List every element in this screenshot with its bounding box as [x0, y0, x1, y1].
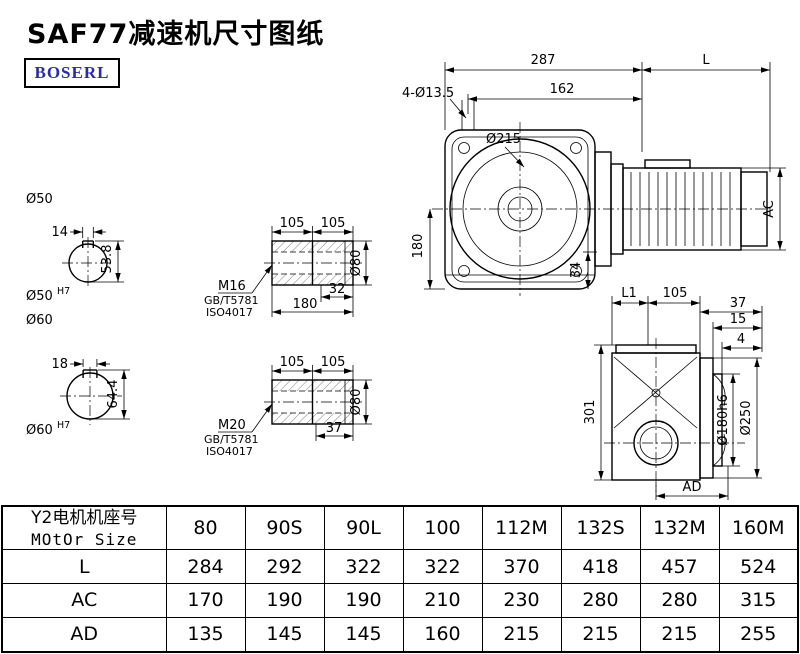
technical-drawing: 287 L 162 4-Ø13.5 Ø215 180 34 AC [26, 53, 786, 500]
table-row-AC: AC 170 190 190 210 230 280 280 315 [1, 583, 799, 618]
dim-32-label: 32 [329, 282, 346, 297]
value-cell: 215 [481, 616, 562, 653]
value-cell: 370 [481, 549, 562, 584]
value-cell: 284 [165, 549, 246, 584]
std-iso4017-d2-label: ISO4017 [206, 445, 253, 458]
key-height-53-8-label: 53.8 [100, 245, 115, 274]
size-col-90s: 90S [244, 505, 325, 551]
bolt-holes-label: 4-Ø13.5 [402, 86, 454, 101]
value-cell: 457 [639, 549, 720, 584]
size-col-132s: 132S [560, 505, 641, 551]
dim-180-label: 180 [411, 234, 426, 259]
dim-L1-label: L1 [621, 286, 637, 301]
bore-50-label: Ø50 [26, 289, 53, 304]
size-col-132m: 132M [639, 505, 720, 551]
bore-60-label: Ø60 [26, 423, 53, 438]
value-cell: 230 [481, 583, 562, 618]
value-cell: 322 [323, 549, 404, 584]
thread-m16-label: M16 [218, 279, 246, 294]
dim-15-label: 15 [730, 312, 747, 327]
value-cell: 170 [165, 583, 246, 618]
table-header-row: Y2电机机座号 MOtOr Size 80 90S 90L 100 112M 1… [1, 505, 799, 551]
brand-logo: BOSERL [24, 58, 120, 88]
dim-105a-d1-label: 105 [280, 216, 305, 231]
shaft-detail-m20: 105 105 M20 GB/T5781 ISO4017 37 Ø80 [204, 355, 372, 458]
brand-logo-text: BOSERL [34, 63, 110, 82]
table-row-AD: AD 135 145 145 160 215 215 215 255 [1, 616, 799, 653]
value-cell: 315 [718, 583, 799, 618]
size-col-90l: 90L [323, 505, 404, 551]
size-col-160m: 160M [718, 505, 799, 551]
motor-size-header: Y2电机机座号 MOtOr Size [1, 505, 167, 551]
value-cell: 145 [244, 616, 325, 653]
value-cell: 280 [639, 583, 720, 618]
key-width-18-label: 18 [51, 357, 68, 372]
value-cell: 145 [323, 616, 404, 653]
dim-301-label: 301 [583, 400, 598, 425]
row-label-AC: AC [1, 583, 167, 618]
dia-250-label: Ø250 [739, 400, 754, 435]
dia-60-label: Ø60 [26, 313, 53, 328]
dim-105-side-label: 105 [663, 286, 688, 301]
dim-37-d2-label: 37 [326, 421, 343, 436]
value-cell: 292 [244, 549, 325, 584]
dim-34-label: 34 [569, 262, 584, 279]
value-cell: 255 [718, 616, 799, 653]
page-title: SAF77减速机尺寸图纸 [27, 19, 325, 50]
dim-L-label: L [702, 53, 710, 68]
std-gbt5781-d1-label: GB/T5781 [204, 294, 259, 307]
value-cell: 418 [560, 549, 641, 584]
dim-105b-d2-label: 105 [321, 355, 346, 370]
motor-size-header-en: MOtOr Size [31, 529, 138, 549]
value-cell: 524 [718, 549, 799, 584]
dim-4-label: 4 [737, 332, 745, 347]
dim-37-side-label: 37 [730, 296, 747, 311]
dim-105b-d1-label: 105 [321, 216, 346, 231]
value-cell: 190 [244, 583, 325, 618]
value-cell: 215 [560, 616, 641, 653]
key-height-64-4-label: 64.4 [106, 380, 121, 409]
dia-50-label: Ø50 [26, 192, 53, 207]
dim-180-d1-label: 180 [293, 297, 318, 312]
bore-50-tolerance: H7 [57, 286, 70, 297]
dia-80-d1-label: Ø80 [349, 250, 364, 277]
shaft-detail-m16: 105 105 M16 GB/T5781 ISO4017 32 180 Ø80 [204, 216, 372, 319]
value-cell: 280 [560, 583, 641, 618]
dim-AC-label: AC [762, 200, 777, 218]
value-cell: 210 [402, 583, 483, 618]
std-iso4017-d1-label: ISO4017 [206, 306, 253, 319]
key-width-14-label: 14 [51, 225, 68, 240]
dia-180h6-label: Ø180h6 [716, 394, 731, 446]
dia-80-d2-label: Ø80 [349, 389, 364, 416]
std-gbt5781-d2-label: GB/T5781 [204, 433, 259, 446]
value-cell: 190 [323, 583, 404, 618]
motor-size-table: Y2电机机座号 MOtOr Size 80 90S 90L 100 112M 1… [1, 505, 799, 653]
dim-162-label: 162 [550, 82, 575, 97]
dim-287-label: 287 [531, 53, 556, 68]
value-cell: 215 [639, 616, 720, 653]
row-label-AD: AD [1, 616, 167, 653]
thread-m20-label: M20 [218, 418, 246, 433]
size-col-80: 80 [165, 505, 246, 551]
dia-215-label: Ø215 [486, 132, 521, 147]
front-view: 287 L 162 4-Ø13.5 Ø215 180 34 AC [402, 53, 786, 296]
dim-AD-label: AD [683, 480, 702, 495]
shaft-section-50: Ø50 14 53.8 Ø50 H7 [26, 192, 124, 304]
shaft-section-60: Ø60 18 64.4 Ø60 H7 [26, 313, 130, 438]
motor-size-header-cn: Y2电机机座号 [31, 508, 138, 528]
size-col-100: 100 [402, 505, 483, 551]
side-view: L1 105 37 15 4 301 Ø180h6 Ø250 AD [583, 286, 763, 500]
size-col-112m: 112M [481, 505, 562, 551]
value-cell: 160 [402, 616, 483, 653]
value-cell: 322 [402, 549, 483, 584]
bore-60-tolerance: H7 [57, 420, 70, 431]
motor-fins [630, 172, 731, 246]
value-cell: 135 [165, 616, 246, 653]
dim-105a-d2-label: 105 [280, 355, 305, 370]
row-label-L: L [1, 549, 167, 584]
table-row-L: L 284 292 322 322 370 418 457 524 [1, 549, 799, 584]
